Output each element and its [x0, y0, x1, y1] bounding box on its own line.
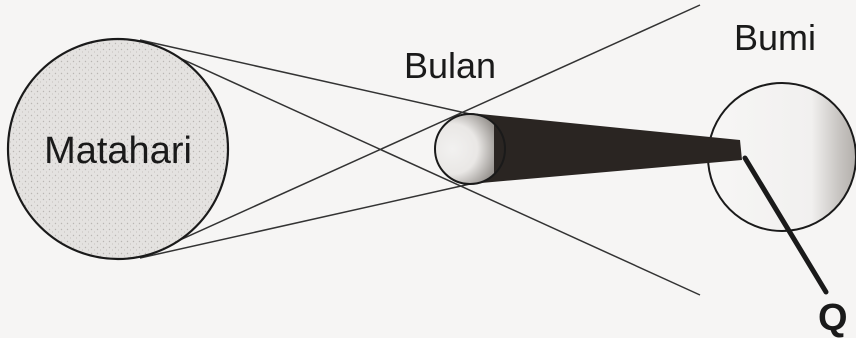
- umbra-shadow: [470, 113, 742, 184]
- point-q-label: Q: [818, 297, 848, 338]
- sun-label: Matahari: [44, 130, 192, 172]
- earth-label: Bumi: [734, 17, 816, 58]
- moon-label: Bulan: [404, 45, 496, 86]
